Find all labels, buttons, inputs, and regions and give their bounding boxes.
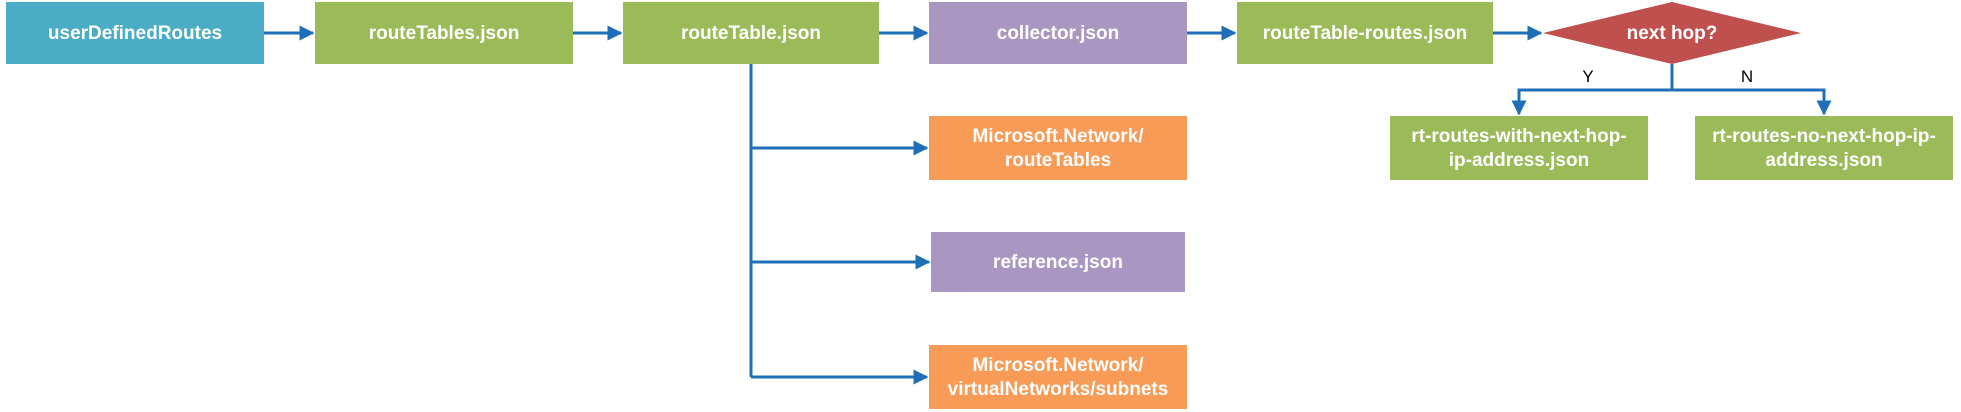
edge-label-no: N (1741, 67, 1753, 86)
edge-next-hop-no (1672, 88, 1832, 116)
decision-next-hop: next hop? (1543, 2, 1801, 64)
node-label: Microsoft.Network/virtualNetworks/subnet… (948, 355, 1169, 400)
node-label-line: virtualNetworks/subnets (948, 379, 1169, 400)
node-label-line: routeTables.json (369, 23, 520, 44)
node-route-table-routes-json: routeTable-routes.json (1237, 2, 1493, 64)
node-user-defined-routes: userDefinedRoutes (6, 2, 264, 64)
node-label-line: collector.json (997, 23, 1119, 44)
node-label-line: reference.json (993, 252, 1123, 273)
node-label-line: address.json (1765, 150, 1882, 171)
node-label-line: routeTable-routes.json (1263, 23, 1467, 44)
node-collector-json: collector.json (929, 2, 1187, 64)
node-reference-json: reference.json (931, 232, 1185, 292)
node-label-line: rt-routes-with-next-hop- (1411, 126, 1626, 147)
node-label: routeTable.json (681, 23, 821, 44)
node-label-line: routeTables (1005, 150, 1111, 171)
node-label: userDefinedRoutes (48, 23, 222, 44)
node-label: Microsoft.Network/routeTables (972, 126, 1144, 171)
node-label-line: ip-address.json (1449, 150, 1589, 171)
node-label-line: routeTable.json (681, 23, 821, 44)
node-label: next hop? (1627, 23, 1718, 44)
edge-label-yes: Y (1582, 67, 1593, 86)
node-label: collector.json (997, 23, 1119, 44)
node-ms-network-subnets: Microsoft.Network/virtualNetworks/subnet… (929, 345, 1187, 409)
node-label-line: Microsoft.Network/ (972, 355, 1144, 376)
connectors (264, 25, 1832, 385)
node-label-line: rt-routes-no-next-hop-ip- (1712, 126, 1936, 147)
node-label-line: Microsoft.Network/ (972, 126, 1144, 147)
node-rt-routes-no-next-hop: rt-routes-no-next-hop-ip-address.json (1695, 116, 1953, 180)
node-ms-network-route-tables: Microsoft.Network/routeTables (929, 116, 1187, 180)
node-label-line: userDefinedRoutes (48, 23, 222, 44)
node-label: routeTables.json (369, 23, 520, 44)
edge-next-hop-yes (1511, 88, 1672, 116)
node-label: rt-routes-no-next-hop-ip-address.json (1712, 126, 1936, 171)
node-label: reference.json (993, 252, 1123, 273)
node-label: rt-routes-with-next-hop-ip-address.json (1411, 126, 1626, 171)
node-route-tables-json: routeTables.json (315, 2, 573, 64)
node-label-line: next hop? (1627, 23, 1718, 44)
node-label: routeTable-routes.json (1263, 23, 1467, 44)
node-rt-routes-with-next-hop: rt-routes-with-next-hop-ip-address.json (1390, 116, 1648, 180)
node-route-table-json: routeTable.json (623, 2, 879, 64)
